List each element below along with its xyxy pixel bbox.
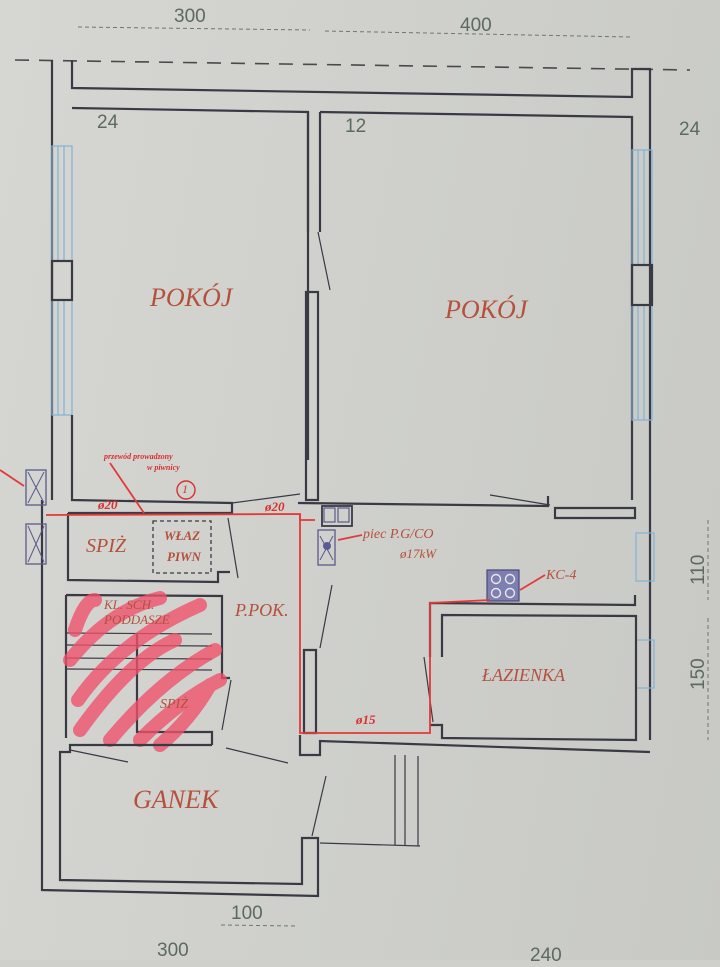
window-right-kitchen bbox=[635, 532, 655, 582]
door-swing-bathroom bbox=[423, 656, 434, 723]
window-bathroom bbox=[635, 639, 655, 689]
window-left-upper bbox=[51, 145, 73, 262]
dim-right-lower: 150 bbox=[688, 658, 709, 690]
chimney-flues bbox=[321, 505, 353, 527]
label-porch: GANEK bbox=[133, 785, 219, 814]
pipe-label-mid: ø20 bbox=[265, 499, 285, 514]
label-stairs-2: PODDASZE bbox=[104, 612, 170, 627]
marker-circle bbox=[176, 480, 196, 500]
door-swing-rooms bbox=[317, 231, 331, 291]
dim-bottom-door: 100 bbox=[231, 903, 263, 924]
dim-line-300 bbox=[77, 26, 311, 31]
dim-top-right: 400 bbox=[460, 15, 492, 36]
gas-pipe-run bbox=[45, 513, 491, 734]
pipe-label-left: ø20 bbox=[98, 497, 118, 512]
porch-wall bbox=[40, 500, 320, 898]
outdoor-steps bbox=[319, 755, 421, 847]
pipe-label-bottom: ø15 bbox=[356, 712, 376, 727]
door-swing-porch-left bbox=[69, 749, 129, 763]
dim-top-left: 300 bbox=[174, 6, 206, 27]
dim-bottom-right: 240 bbox=[530, 945, 562, 966]
entrance-door-swing bbox=[311, 775, 327, 837]
dim-wall-left: 24 bbox=[97, 112, 119, 133]
boiler-icon bbox=[317, 529, 336, 566]
meter-boxes bbox=[25, 469, 47, 565]
roof-line bbox=[14, 59, 691, 71]
door-swing-right-room bbox=[489, 494, 551, 506]
middle-wall bbox=[304, 112, 322, 502]
boiler-leader bbox=[337, 534, 363, 541]
marker-number: 1 bbox=[182, 482, 188, 496]
pipe-note-2: w piwnicy bbox=[147, 463, 180, 472]
label-bathroom: ŁAZIENKA bbox=[482, 665, 566, 685]
dim-right-upper: 110 bbox=[688, 554, 709, 585]
stove-icon bbox=[486, 569, 520, 602]
door-swing-kitchen bbox=[319, 584, 333, 649]
pantry-wall bbox=[66, 513, 230, 584]
label-room-left: POKÓJ bbox=[150, 283, 233, 312]
pipe-note-1: przewód prowadzony bbox=[104, 452, 173, 461]
label-hatch-2: PIWN bbox=[167, 549, 201, 564]
cellar-hatch bbox=[152, 520, 212, 574]
label-hallway: P.POK. bbox=[235, 600, 289, 620]
door-swing-porch-right bbox=[225, 747, 289, 764]
dim-line-400 bbox=[324, 30, 631, 38]
stove-leader bbox=[519, 574, 546, 591]
boiler-label-2: ø17kW bbox=[400, 546, 437, 561]
label-pantry: SPIŻ bbox=[86, 535, 126, 557]
dim-bottom-left: 300 bbox=[157, 940, 189, 961]
pipe-note-leader bbox=[109, 462, 145, 514]
label-hatch-1: WŁAZ bbox=[164, 528, 201, 543]
label-room-right: POKÓJ bbox=[445, 295, 528, 324]
label-pantry-small: SPIŻ bbox=[160, 697, 188, 712]
pier-left bbox=[50, 259, 74, 302]
dim-line-100 bbox=[220, 924, 299, 927]
highlight-scribble bbox=[63, 591, 227, 752]
boiler-label-1: piec P.G/CO bbox=[363, 527, 434, 542]
label-stairs-1: KL. SCH. bbox=[104, 597, 155, 612]
dim-wall-right: 24 bbox=[679, 119, 701, 140]
door-swing-small-pantry bbox=[221, 679, 232, 731]
meter-leader bbox=[0, 469, 25, 487]
kitchen-pillar bbox=[302, 648, 318, 735]
stove-label: KC-4 bbox=[546, 568, 577, 583]
dim-wall-middle: 12 bbox=[345, 116, 367, 137]
door-swing-pantry bbox=[227, 517, 239, 579]
wall-bottom-right bbox=[298, 735, 651, 757]
door-swing-left-room bbox=[231, 493, 301, 504]
window-left-lower bbox=[51, 299, 73, 416]
